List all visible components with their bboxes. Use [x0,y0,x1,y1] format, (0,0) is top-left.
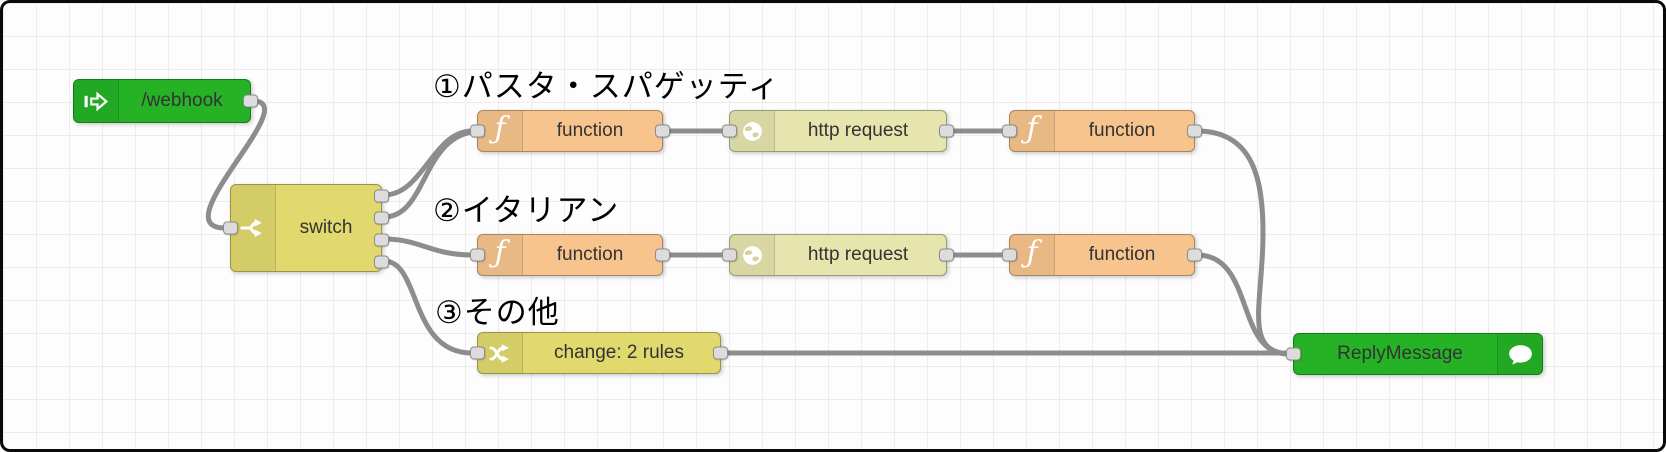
port-switch-out2[interactable] [374,211,389,225]
port-function-1b-out[interactable] [1187,124,1202,138]
node-reply-message-label: ReplyMessage [1337,343,1463,364]
branch2-annotation: ②イタリアン [433,193,620,228]
port-http-request-1-in[interactable] [722,124,737,138]
wire-webhook-to-switch[interactable] [205,98,267,231]
port-change-in[interactable] [470,346,485,360]
shuffle-icon [478,333,523,373]
wire-function1b-to-reply[interactable] [1194,128,1291,357]
node-function-1a-label: function [556,120,624,141]
globe-icon [730,235,775,275]
function-icon: ƒ [478,111,523,151]
port-webhook-out[interactable] [243,94,258,108]
node-function-2a[interactable]: ƒ function [470,234,670,276]
node-change[interactable]: change: 2 rules [470,332,728,374]
branch3-annotation: ③その他 [435,295,560,330]
port-function-2a-out[interactable] [655,248,670,262]
node-function-2b-label: function [1088,244,1156,265]
globe-icon [730,111,775,151]
port-switch-out1[interactable] [374,189,389,203]
node-function-1a[interactable]: ƒ function [470,110,670,152]
node-reply-message[interactable]: ReplyMessage [1286,333,1543,375]
wire-switch-out4-to-change[interactable] [381,258,475,356]
function-icon: ƒ [1010,235,1055,275]
branch1-annotation: ①パスタ・スパゲッティ [433,69,780,104]
port-switch-out3[interactable] [374,233,389,247]
port-reply-message-in[interactable] [1286,347,1301,361]
node-change-label: change: 2 rules [554,342,684,363]
node-function-2b[interactable]: ƒ function [1002,234,1202,276]
port-function-1a-out[interactable] [655,124,670,138]
fork-icon [231,185,276,271]
port-http-request-2-in[interactable] [722,248,737,262]
port-function-2b-out[interactable] [1187,248,1202,262]
wire-switch-out3-to-function2[interactable] [381,236,475,258]
node-function-2a-label: function [556,244,624,265]
node-switch[interactable]: switch [223,184,389,272]
node-webhook-label: /webhook [141,90,223,111]
port-change-out[interactable] [713,346,728,360]
speech-bubble-icon [1497,334,1542,374]
port-switch-out4[interactable] [374,255,389,269]
node-http-request-1-label: http request [807,120,909,141]
node-http-request-2[interactable]: http request [722,234,954,276]
arrow-in-icon [74,80,119,122]
wire-layer [205,98,1291,357]
port-switch-in[interactable] [223,221,238,235]
port-http-request-1-out[interactable] [939,124,954,138]
node-switch-label: switch [299,217,353,238]
function-icon: ƒ [1010,111,1055,151]
node-function-1b-label: function [1088,120,1156,141]
function-icon: ƒ [478,235,523,275]
node-function-1b[interactable]: ƒ function [1002,110,1202,152]
node-http-request-2-label: http request [807,244,909,265]
port-function-2b-in[interactable] [1002,248,1017,262]
node-webhook[interactable]: /webhook [73,79,258,123]
wire-function2b-to-reply[interactable] [1194,252,1291,357]
port-function-1a-in[interactable] [470,124,485,138]
port-function-2a-in[interactable] [470,248,485,262]
node-http-request-1[interactable]: http request [722,110,954,152]
port-http-request-2-out[interactable] [939,248,954,262]
wire-switch-out2-to-function1[interactable] [381,129,475,220]
port-function-1b-in[interactable] [1002,124,1017,138]
